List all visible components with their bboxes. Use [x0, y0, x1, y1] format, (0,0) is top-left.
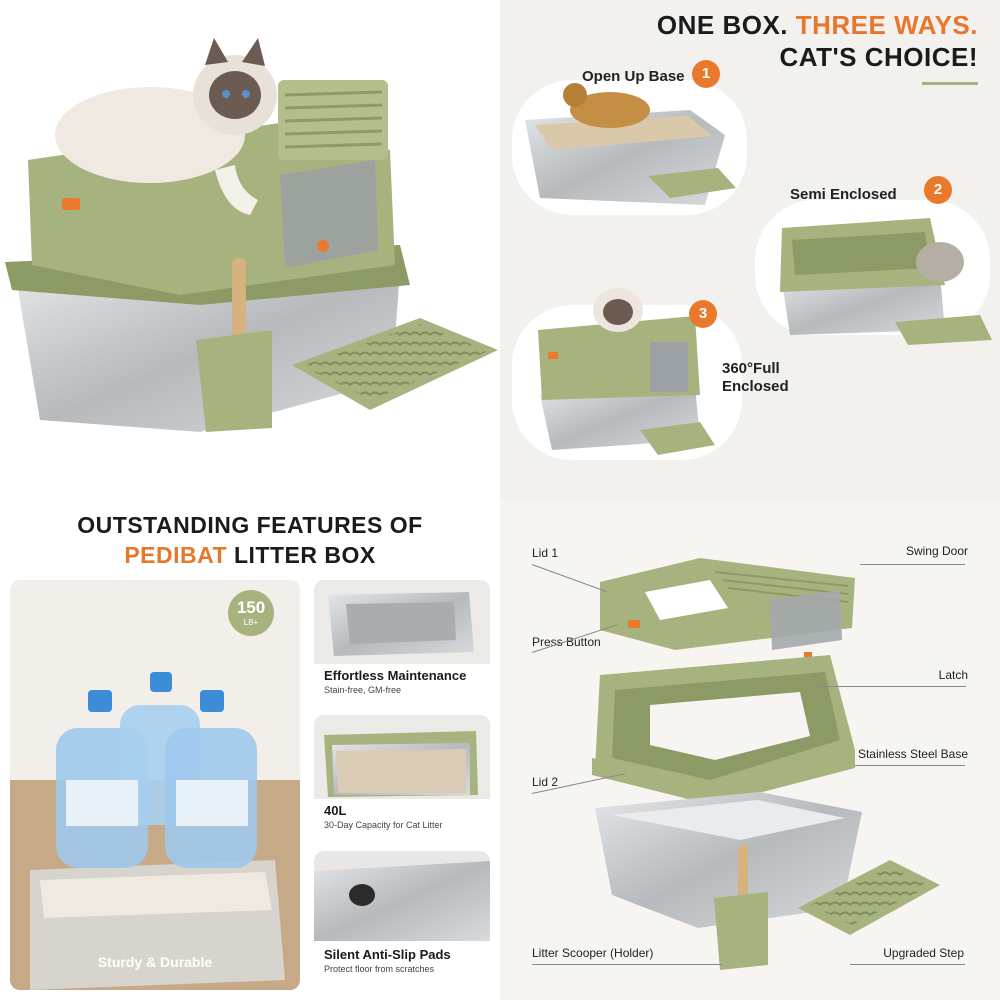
part-label-scooper: Litter Scooper (Holder)	[532, 946, 654, 960]
part-label-swing-door: Swing Door	[905, 544, 968, 558]
three-ways-panel: ONE BOX. THREE WAYS. CAT'S CHOICE!	[500, 0, 1000, 500]
lid-1-part	[600, 558, 855, 660]
option-2-label: Semi Enclosed	[790, 186, 897, 203]
leader-line	[860, 564, 965, 565]
leader-line	[532, 964, 722, 965]
leader-line	[850, 964, 965, 965]
option-1-label: Open Up Base	[582, 68, 685, 85]
cat-illustration	[55, 38, 277, 215]
leader-line	[818, 686, 966, 687]
sturdy-card: Sturdy & Durable	[10, 580, 300, 990]
press-button	[62, 198, 80, 210]
features-panel: OUTSTANDING FEATURES OF PEDIBAT LITTER B…	[0, 500, 500, 1000]
option-3-label-line-2: Enclosed	[722, 378, 789, 395]
hero-product-illustration	[5, 38, 498, 432]
brand-name: PEDIBAT	[124, 542, 228, 568]
part-label-lid-2: Lid 2	[532, 775, 559, 789]
step-part	[798, 860, 940, 935]
feature-sub: Stain-free, GM-free	[324, 685, 402, 695]
exploded-illustration	[592, 558, 940, 970]
feature-title: Effortless Maintenance	[324, 668, 467, 683]
hero-product-panel	[0, 0, 500, 500]
part-label-lid-1: Lid 1	[532, 546, 559, 560]
feature-card-capacity: 40L 30-Day Capacity for Cat Litter	[314, 715, 490, 839]
header-line-2: CAT'S CHOICE!	[779, 42, 978, 72]
option-1-number: 1	[692, 60, 720, 88]
steel-tray-image	[314, 580, 490, 664]
features-title-line-2: PEDIBAT LITTER BOX	[0, 542, 500, 569]
feature-card-anti-slip: Silent Anti-Slip Pads Protect floor from…	[314, 851, 490, 985]
feature-title: 40L	[324, 803, 347, 818]
litter-capacity-image	[314, 715, 490, 799]
option-3-full-enclosed	[538, 288, 715, 455]
part-label-press-button: Press Button	[532, 635, 601, 649]
water-bottles	[56, 672, 257, 868]
weight-badge: 150 LB+	[228, 590, 274, 636]
part-label-stainless-base: Stainless Steel Base	[857, 747, 968, 761]
swing-door	[280, 160, 378, 268]
feature-card-maintenance: Effortless Maintenance Stain-free, GM-fr…	[314, 580, 490, 704]
feature-sub: 30-Day Capacity for Cat Litter	[324, 820, 443, 830]
header-line-1: ONE BOX. THREE WAYS.	[657, 10, 978, 41]
lid-vents	[278, 80, 388, 160]
feature-sub: Protect floor from scratches	[324, 964, 435, 974]
options-illustration	[525, 83, 992, 455]
latch	[317, 240, 329, 252]
weight-number: 150	[236, 598, 266, 617]
features-title-line-1: OUTSTANDING FEATURES OF	[77, 512, 423, 538]
option-2-number: 2	[924, 176, 952, 204]
exploded-view-panel: Lid 1 Swing Door Press Button Latch Stai…	[500, 500, 1000, 1000]
sturdy-caption: Sturdy & Durable	[97, 954, 213, 970]
part-label-latch: Latch	[938, 668, 968, 682]
litter-scooper	[196, 258, 272, 432]
part-label-step: Upgraded Step	[883, 946, 964, 960]
weight-unit: LB+	[243, 618, 259, 627]
scooper-part	[714, 845, 768, 970]
steel-base-part	[595, 792, 862, 928]
option-3-label-line-1: 360°Full	[722, 360, 780, 377]
step-mat	[292, 318, 498, 410]
sturdy-illustration	[10, 580, 300, 990]
option-2-semi-enclosed	[780, 218, 992, 345]
option-1-open-base	[525, 83, 736, 205]
header-underline	[922, 82, 978, 85]
leader-line	[855, 765, 965, 766]
option-3-number: 3	[689, 300, 717, 328]
header-text: ONE BOX.	[656, 10, 789, 40]
features-title-rest: LITTER BOX	[227, 542, 376, 568]
lid-2-part	[592, 655, 855, 805]
feature-title: Silent Anti-Slip Pads	[324, 947, 451, 962]
header-accent-text: THREE WAYS.	[795, 10, 978, 40]
anti-slip-pad-image	[314, 851, 490, 941]
